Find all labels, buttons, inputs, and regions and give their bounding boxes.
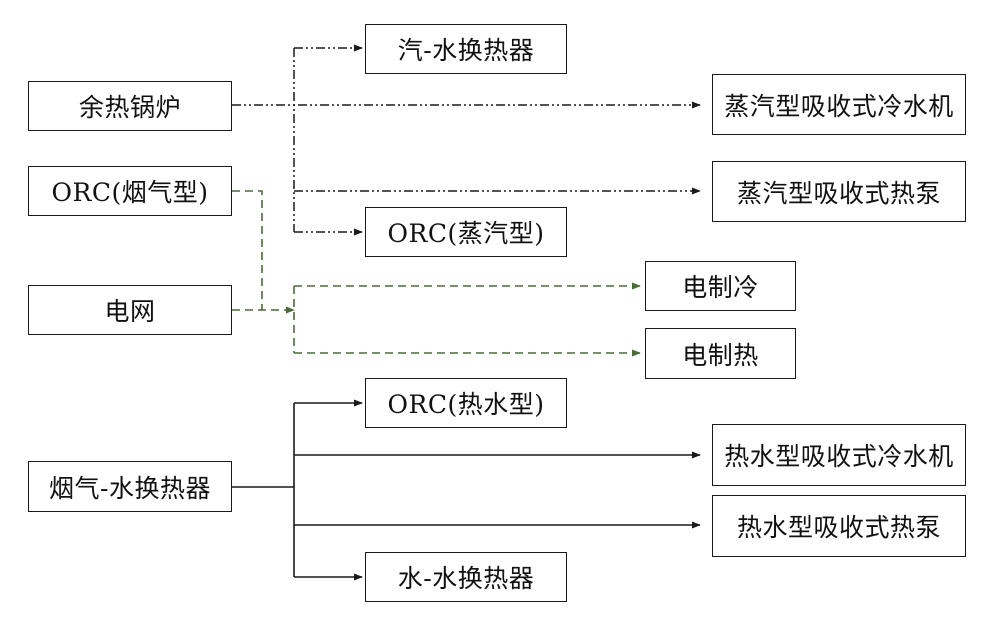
power-from-orc-flue — [232, 190, 263, 310]
node-water-water-hx: 水-水换热器 — [365, 552, 567, 602]
node-flue-water-hx: 烟气-水换热器 — [28, 461, 232, 512]
node-hot-water-chiller: 热水型吸收式冷水机 — [712, 424, 966, 486]
node-electric-heating: 电制热 — [645, 328, 796, 379]
node-orc-steam: ORC(蒸汽型) — [365, 207, 567, 257]
node-steam-water-hx: 汽-水换热器 — [365, 24, 567, 74]
node-orc-flue: ORC(烟气型) — [28, 166, 232, 216]
node-hot-water-heat-pump: 热水型吸收式热泵 — [712, 495, 966, 557]
node-steam-chiller: 蒸汽型吸收式冷水机 — [712, 74, 966, 135]
node-grid: 电网 — [28, 285, 232, 335]
node-steam-heat-pump: 蒸汽型吸收式热泵 — [712, 161, 966, 222]
node-orc-hot-water: ORC(热水型) — [365, 378, 567, 428]
node-waste-heat-boiler: 余热锅炉 — [28, 81, 232, 131]
node-electric-cooling: 电制冷 — [645, 261, 796, 311]
